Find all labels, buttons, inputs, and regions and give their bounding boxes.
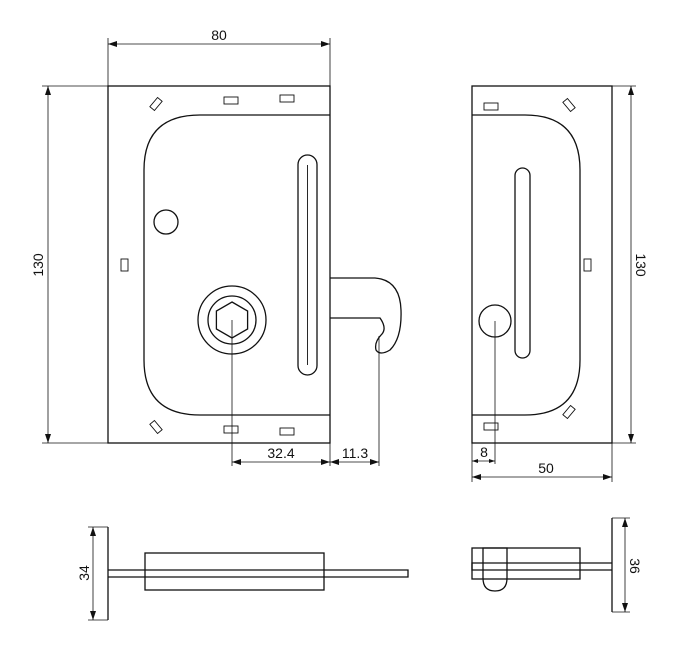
front-mark <box>149 419 163 435</box>
side-mark <box>583 258 592 272</box>
front-plate-outline <box>107 85 331 444</box>
side-mark <box>562 97 576 113</box>
dim-label-side-width: 50 <box>538 460 554 476</box>
side-mark <box>483 102 499 111</box>
side-mark <box>562 404 576 420</box>
dim-label-front-width: 80 <box>211 27 227 43</box>
front-view <box>107 85 402 444</box>
front-inner-panel <box>143 114 330 416</box>
dimension-lines <box>42 38 636 621</box>
br-pin <box>482 547 508 592</box>
front-mark <box>279 427 295 436</box>
dim-label-bottom-right: 36 <box>627 558 643 574</box>
bl-body <box>108 569 409 578</box>
front-mark <box>223 96 239 105</box>
front-mark <box>223 425 239 434</box>
side-slot <box>514 167 531 359</box>
br-body <box>471 562 612 571</box>
dim-label-offset-center: 32.4 <box>267 445 294 461</box>
side-view <box>471 85 613 444</box>
dim-label-side-height: 130 <box>633 253 649 277</box>
dim-label-side-offset: 8 <box>480 444 488 460</box>
dim-label-offset-hook: 11.3 <box>342 445 368 461</box>
front-mark <box>279 94 295 103</box>
bl-housing <box>144 552 325 591</box>
bottom-right-view <box>471 518 613 612</box>
dim-label-front-height: 130 <box>30 253 46 277</box>
side-inner-panel <box>472 114 581 416</box>
dimension-labels: 80 130 32.4 11.3 130 8 50 34 36 <box>30 27 649 581</box>
bottom-left-view <box>107 527 409 620</box>
front-slot <box>297 154 318 376</box>
side-plate-outline <box>471 85 613 444</box>
front-mark <box>149 96 163 112</box>
front-mark <box>120 258 129 272</box>
hook <box>330 277 402 354</box>
br-housing <box>471 547 581 580</box>
front-hole <box>153 209 179 235</box>
side-mark <box>483 422 499 431</box>
dim-label-bottom-left: 34 <box>76 565 92 581</box>
